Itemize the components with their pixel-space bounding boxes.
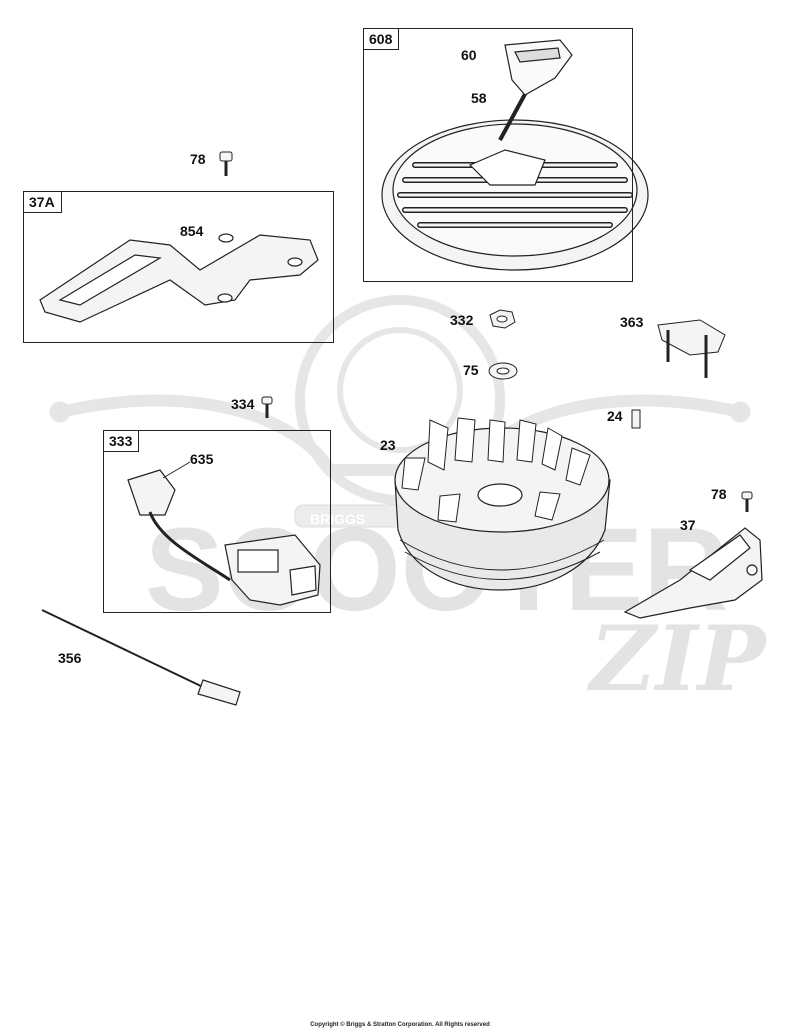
- box-ignition-333: 333: [103, 430, 331, 613]
- leader-lines: [162, 461, 191, 479]
- callout-78-right: 78: [711, 486, 727, 502]
- callout-75: 75: [463, 362, 479, 378]
- callout-363: 363: [620, 314, 644, 330]
- flywheel-drawing: [394, 417, 611, 591]
- watermark-script: ZIP: [587, 606, 768, 712]
- callout-60: 60: [461, 47, 477, 63]
- watermark-badge: BRIGGS: [310, 511, 365, 527]
- copyright-notice: Copyright © Briggs & Stratton Corporatio…: [310, 1022, 490, 1028]
- callout-332: 332: [450, 312, 474, 328]
- ground-wire-drawing: [41, 609, 241, 706]
- armature-37-drawing: [623, 527, 763, 619]
- screw-334-drawing: [261, 396, 273, 418]
- ignition-coil-drawing: [127, 469, 321, 606]
- box-starter-608: 608: [363, 28, 633, 282]
- box-label-333: 333: [103, 430, 140, 452]
- nut-332-drawing: [489, 309, 516, 329]
- callout-58: 58: [471, 90, 487, 106]
- callout-23: 23: [380, 437, 396, 453]
- callout-356: 356: [58, 650, 82, 666]
- callout-334: 334: [231, 396, 255, 412]
- box-shield-37a: 37A: [23, 191, 334, 343]
- shield-plate-drawing: [39, 233, 319, 323]
- callout-37: 37: [680, 517, 696, 533]
- bracket-363-drawing: [657, 319, 726, 378]
- recoil-starter-drawing: [381, 39, 649, 271]
- screw-78-top-drawing: [219, 151, 233, 176]
- callout-78-top: 78: [190, 151, 206, 167]
- key-24-drawing: [631, 409, 641, 429]
- screw-78-right-drawing: [741, 491, 753, 512]
- callout-24: 24: [607, 408, 623, 424]
- callout-854: 854: [180, 223, 204, 239]
- box-label-37a: 37A: [23, 191, 62, 213]
- box-label-608: 608: [363, 28, 400, 50]
- washer-75-drawing: [488, 362, 518, 380]
- callout-635: 635: [190, 451, 214, 467]
